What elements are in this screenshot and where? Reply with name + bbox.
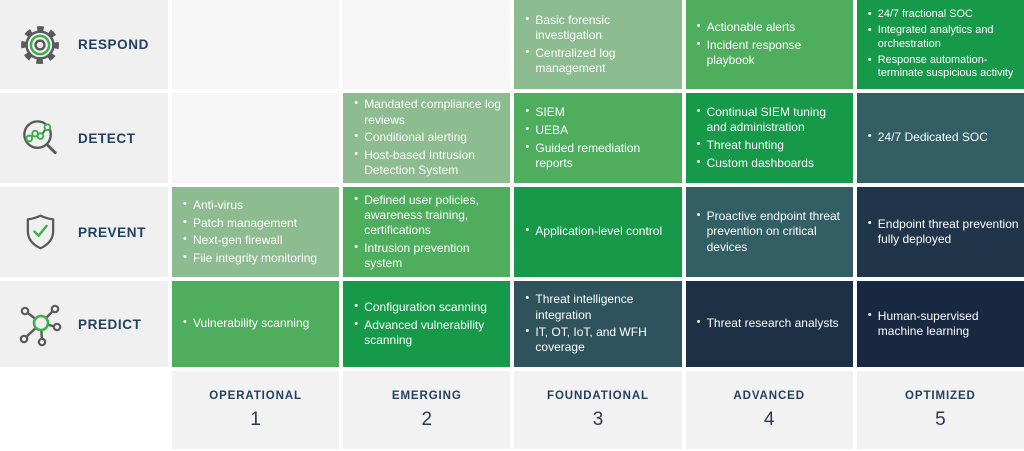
bullet-item: Patch management [182, 216, 334, 231]
bullet-item: Threat research analysts [696, 316, 848, 331]
bullet-item: UEBA [524, 123, 676, 138]
row-header-detect: DETECT [0, 93, 168, 183]
row-header-predict: PREDICT [0, 281, 168, 367]
bullet-item: Next-gen firewall [182, 233, 334, 248]
bullet-list: Continual SIEM tuning and administration… [696, 103, 848, 174]
row-label-text: PREVENT [78, 224, 146, 240]
row-label-text: DETECT [78, 130, 136, 146]
bullet-item: Incident response playbook [696, 38, 848, 68]
cell-predict-foundational: Threat intelligence integrationIT, OT, I… [514, 281, 682, 367]
cell-respond-foundational: Basic forensic investigationCentralized … [514, 0, 682, 89]
cell-respond-advanced: Actionable alertsIncident response playb… [685, 0, 853, 89]
maturity-level-name: FOUNDATIONAL [547, 389, 649, 402]
bullet-list: Defined user policies, awareness trainin… [353, 190, 505, 274]
bullet-item: Actionable alerts [696, 20, 848, 35]
cell-prevent-optimized: Endpoint threat prevention fully deploye… [856, 187, 1024, 277]
bullet-item: Advanced vulnerability scanning [353, 318, 505, 348]
footer-corner [0, 371, 168, 449]
maturity-level-name: EMERGING [391, 389, 462, 402]
bullet-list: Actionable alertsIncident response playb… [696, 18, 848, 71]
bullet-list: Basic forensic investigationCentralized … [524, 10, 676, 78]
maturity-level-number: 3 [592, 408, 604, 430]
bullet-item: SIEM [524, 105, 676, 120]
bullet-list: Human-supervised machine learning [867, 306, 1019, 341]
bullet-item: Response automation- terminate suspiciou… [867, 54, 1019, 81]
cell-respond-optimized: 24/7 fractional SOC Integrated analytics … [856, 0, 1024, 89]
cell-predict-emerging: Configuration scanningAdvanced vulnerabi… [343, 281, 511, 367]
bullet-item: Application-level control [524, 224, 676, 239]
row-header-prevent: PREVENT [0, 187, 168, 277]
bullet-item: Continual SIEM tuning and administration [696, 105, 848, 135]
cell-detect-optimized: 24/7 Dedicated SOC [856, 93, 1024, 183]
bullet-list: Proactive endpoint threat prevention on … [696, 207, 848, 258]
cell-detect-advanced: Continual SIEM tuning and administration… [685, 93, 853, 183]
bullet-item: IT, OT, IoT, and WFH coverage [524, 325, 676, 355]
column-footer-emerging: EMERGING 2 [343, 371, 511, 449]
bullet-item: Threat hunting [696, 138, 848, 153]
column-footer-operational: OPERATIONAL 1 [172, 371, 340, 449]
bullet-list: 24/7 fractional SOC Integrated analytics … [867, 6, 1019, 84]
maturity-level-number: 4 [763, 408, 775, 430]
row-label-text: PREDICT [78, 316, 142, 332]
bullet-list: Anti-virusPatch managementNext-gen firew… [182, 195, 334, 268]
cell-prevent-operational: Anti-virusPatch managementNext-gen firew… [172, 187, 340, 277]
bullet-list: Threat research analysts [696, 314, 848, 334]
bullet-item: File integrity monitoring [182, 251, 334, 266]
cell-prevent-emerging: Defined user policies, awareness trainin… [343, 187, 511, 277]
bullet-item: Mandated compliance log reviews [353, 97, 505, 127]
bullet-item: Guided remediation reports [524, 141, 676, 171]
maturity-level-number: 1 [250, 408, 261, 430]
shield-check-icon [16, 208, 64, 256]
bullet-item: Centralized log management [524, 46, 676, 76]
maturity-level-number: 5 [935, 408, 946, 430]
maturity-level-name: OPERATIONAL [209, 389, 302, 402]
bullet-item: Integrated analytics and orchestration [867, 24, 1019, 51]
bullet-item: Conditional alerting [353, 130, 505, 145]
maturity-level-number: 2 [421, 408, 433, 430]
bullet-item: Anti-virus [182, 198, 334, 213]
column-footer-advanced: ADVANCED 4 [685, 371, 853, 449]
cell-prevent-advanced: Proactive endpoint threat prevention on … [685, 187, 853, 277]
cell-detect-operational [172, 93, 340, 183]
bullet-list: Application-level control [524, 222, 676, 242]
network-icon [16, 300, 64, 348]
bullet-item: Intrusion prevention system [353, 241, 505, 271]
bullet-list: Endpoint threat prevention fully deploye… [867, 214, 1019, 249]
bullet-list: Vulnerability scanning [182, 314, 334, 334]
bullet-item: Endpoint threat prevention fully deploye… [867, 217, 1019, 247]
cell-predict-operational: Vulnerability scanning [172, 281, 340, 367]
maturity-level-name: OPTIMIZED [905, 389, 976, 402]
cell-predict-advanced: Threat research analysts [685, 281, 853, 367]
cell-respond-emerging [343, 0, 511, 89]
bullet-item: 24/7 fractional SOC [867, 8, 1019, 22]
bullet-item: Host-based Intrusion Detection System [353, 148, 505, 178]
row-label-text: RESPOND [78, 37, 149, 52]
bullet-item: Configuration scanning [353, 300, 505, 315]
cell-detect-foundational: SIEM UEBA Guided remediation reports [514, 93, 682, 183]
cell-prevent-foundational: Application-level control [514, 187, 682, 277]
bullet-item: 24/7 Dedicated SOC [867, 130, 1019, 145]
cell-predict-optimized: Human-supervised machine learning [856, 281, 1024, 367]
bullet-item: Basic forensic investigation [524, 13, 676, 43]
bullet-item: Human-supervised machine learning [867, 309, 1019, 339]
bullet-list: Mandated compliance log reviewsCondition… [353, 95, 505, 181]
bullet-item: Threat intelligence integration [524, 292, 676, 322]
magnifier-chart-icon [16, 114, 64, 162]
bullet-list: Threat intelligence integrationIT, OT, I… [524, 290, 676, 358]
maturity-level-name: ADVANCED [733, 389, 805, 402]
cell-detect-emerging: Mandated compliance log reviewsCondition… [343, 93, 511, 183]
column-footer-optimized: OPTIMIZED 5 [856, 371, 1024, 449]
bullet-list: Configuration scanningAdvanced vulnerabi… [353, 297, 505, 350]
gear-icon [16, 21, 64, 69]
column-footer-foundational: FOUNDATIONAL 3 [514, 371, 682, 449]
row-header-respond: RESPOND [0, 0, 168, 89]
bullet-item: Defined user policies, awareness trainin… [353, 193, 505, 239]
bullet-item: Proactive endpoint threat prevention on … [696, 209, 848, 255]
bullet-list: SIEM UEBA Guided remediation reports [524, 103, 676, 174]
cell-respond-operational [172, 0, 340, 89]
bullet-list: 24/7 Dedicated SOC [867, 128, 1019, 148]
bullet-item: Custom dashboards [696, 156, 848, 171]
bullet-item: Vulnerability scanning [182, 316, 334, 331]
